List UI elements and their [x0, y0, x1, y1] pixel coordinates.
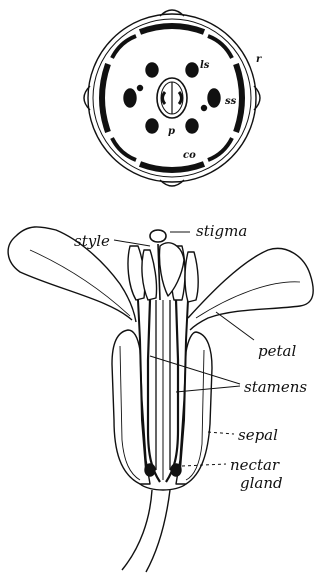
long-stamen-4	[186, 119, 198, 133]
nectary-1	[138, 86, 143, 91]
long-stamen-3	[146, 119, 158, 133]
label-style: style	[74, 232, 110, 250]
label-r: r	[256, 54, 262, 65]
label-petal: petal	[258, 342, 296, 360]
sepal-arc-top	[140, 26, 204, 32]
label-p: p	[168, 126, 175, 137]
petal-arc-br	[208, 138, 232, 160]
label-sepal: sepal	[238, 426, 278, 444]
long-stamen-2	[186, 63, 198, 77]
ovary-wall-left	[148, 300, 160, 482]
sepal-arc-right	[236, 64, 242, 132]
stigma-head	[150, 230, 166, 242]
petal-arc-tl	[112, 36, 136, 58]
sepal-left-inner	[120, 346, 140, 480]
label-stamens: stamens	[244, 378, 307, 396]
long-stamen-1	[146, 63, 158, 77]
sepal-arc-bottom	[140, 164, 204, 170]
ovule-right	[179, 92, 182, 104]
leader-nectar	[182, 464, 226, 466]
leader-style	[114, 240, 150, 246]
stamen-filament-1	[138, 300, 146, 470]
short-stamen-right	[208, 89, 220, 107]
label-ls: ls	[200, 60, 210, 71]
sepal-arc-left	[102, 64, 108, 132]
nectar-gland-right	[171, 464, 181, 476]
ovule-left	[163, 92, 166, 104]
petal-arc-tr	[208, 36, 232, 58]
label-co: co	[183, 150, 196, 161]
label-stigma: stigma	[196, 222, 247, 240]
anther-right-outer	[185, 252, 198, 302]
pedicel	[122, 490, 170, 572]
petal-right	[188, 248, 313, 330]
petal-right-vein	[196, 282, 300, 318]
stamen-filament-2	[180, 300, 188, 470]
label-gland: gland	[240, 474, 283, 492]
label-nectar: nectar	[230, 456, 280, 474]
leader-sepal	[208, 432, 234, 434]
leader-petal	[216, 312, 254, 340]
petal-left	[8, 227, 136, 322]
receptacle	[140, 484, 186, 490]
petal-left-vein	[30, 250, 130, 316]
flower-section	[8, 227, 313, 572]
ovary-wall-right	[166, 300, 178, 482]
short-stamen-left	[124, 89, 136, 107]
petal-arc-bl	[112, 138, 136, 160]
nectar-gland-left	[145, 464, 155, 476]
nectary-2	[202, 106, 207, 111]
label-ss: ss	[225, 96, 237, 107]
